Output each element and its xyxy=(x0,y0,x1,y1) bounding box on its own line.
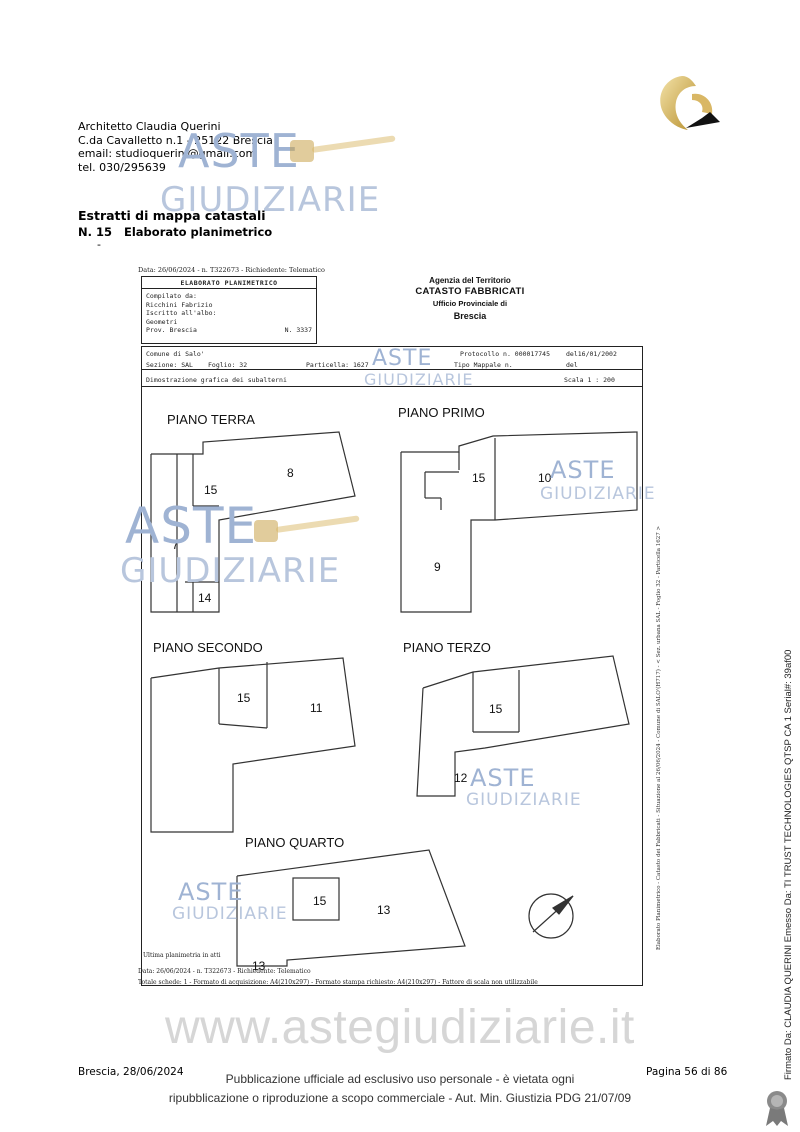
digital-signature: Firmato Da: CLAUDIA QUERINI Emesso Da: T… xyxy=(783,650,794,1080)
agency-name: Agenzia del Territorio xyxy=(429,276,511,285)
address-line: C.da Cavalletto n.1 - 25122 Brescia xyxy=(78,133,273,147)
plan-label-piano-quarto: PIANO QUARTO xyxy=(245,835,345,850)
ultima-planimetria: Ultima planimetria in atti xyxy=(143,952,221,959)
compilato-label: Compilato da: xyxy=(146,292,197,300)
footer-notice-line: ripubblicazione o riproduzione a scopo c… xyxy=(168,1091,632,1105)
plan-label-piano-secondo: PIANO SECONDO xyxy=(153,640,263,655)
svg-text:Firmato Da: CLAUDIA QUERINI Em: Firmato Da: CLAUDIA QUERINI Emesso Da: T… xyxy=(783,650,794,1080)
address-line: tel. 030/295639 xyxy=(78,160,166,174)
floor-plans-drawing xyxy=(150,431,638,967)
plan-label-piano-terzo: PIANO TERZO xyxy=(403,640,491,655)
footer-page-number: Pagina 56 di 86 xyxy=(646,1066,728,1078)
scan-bottom-line: Data: 26/06/2024 - n. T322673 - Richiede… xyxy=(138,968,311,975)
footer-date: Brescia, 28/06/2024 xyxy=(78,1066,184,1078)
room-number: 9 xyxy=(434,560,441,574)
planimetric-frame: Comune di Salo' Protocollo n. 000017745 … xyxy=(141,346,643,986)
author-address: Architetto Claudia Querini C.da Cavallet… xyxy=(78,120,273,174)
watermark-aste: ASTE xyxy=(470,764,536,792)
scala: Scala 1 : 200 xyxy=(564,376,615,384)
protocollo: Protocollo n. 000017745 xyxy=(460,350,551,358)
particella: Particella: 1627 xyxy=(306,361,369,369)
sezione: Sezione: SAL xyxy=(146,361,193,369)
iscritto-value: Geometri xyxy=(146,317,178,326)
plan-label-piano-primo: PIANO PRIMO xyxy=(398,405,485,420)
footer-notice: Pubblicazione ufficiale ad esclusivo uso… xyxy=(150,1070,650,1108)
room-number: 10 xyxy=(538,471,552,485)
protocollo-date: del16/01/2002 xyxy=(566,350,617,358)
watermark-giudiziarie: GIUDIZIARIE xyxy=(160,180,381,220)
elaborato-title: ELABORATO PLANIMETRICO xyxy=(142,277,316,289)
watermark-giudiziarie: GIUDIZIARIE xyxy=(364,370,474,389)
room-number: 11 xyxy=(310,701,323,715)
gavel-icon xyxy=(290,135,396,162)
room-number: 15 xyxy=(489,702,503,716)
prov-label: Prov. Brescia xyxy=(146,326,197,334)
watermark-aste: ASTE xyxy=(178,124,300,178)
room-number: 15 xyxy=(204,483,218,497)
elaborato-box: ELABORATO PLANIMETRICO Compilato da: Ric… xyxy=(141,276,317,344)
watermark-aste: ASTE xyxy=(550,456,616,484)
watermark-giudiziarie: GIUDIZIARIE xyxy=(120,551,341,591)
tipo-mappale-date: del xyxy=(566,361,578,369)
compilato-name: Ricchini Fabrizio xyxy=(146,300,213,309)
scan-bottom-line-2: Totale schede: 1 - Formato di acquisizio… xyxy=(138,979,538,986)
iscritto-label: Iscritto all'albo: xyxy=(146,309,217,317)
agency-catasto: CATASTO FABBRICATI xyxy=(415,286,525,297)
svg-text:Elaborato Planimetrico - Catas: Elaborato Planimetrico - Catasto dei Fab… xyxy=(655,525,662,950)
agency-header: Agenzia del Territorio CATASTO FABBRICAT… xyxy=(360,276,580,321)
scan-side-note: Elaborato Planimetrico - Catasto dei Fab… xyxy=(655,525,662,950)
section-title: Estratti di mappa catastali xyxy=(78,208,266,223)
footer-notice-line: Pubblicazione ufficiale ad esclusivo uso… xyxy=(225,1072,575,1086)
aste-logo-icon xyxy=(660,76,720,130)
room-number: 15 xyxy=(237,691,251,705)
dimostrazione: Dimostrazione grafica dei subalterni xyxy=(146,376,287,384)
room-number: 15 xyxy=(313,894,327,908)
section-number: N. 15 xyxy=(78,225,113,239)
award-ribbon-icon xyxy=(766,1091,788,1126)
comune: Comune di Salo' xyxy=(146,350,205,358)
address-line: email: studioquerini@gmail.com xyxy=(78,147,257,160)
watermark-aste: ASTE xyxy=(372,346,433,371)
address-line: Architetto Claudia Querini xyxy=(78,120,221,133)
agency-city: Brescia xyxy=(453,311,487,321)
room-number: 13 xyxy=(377,903,391,917)
agency-office: Ufficio Provinciale di xyxy=(432,299,508,308)
tipo-mappale: Tipo Mappale n. xyxy=(454,361,513,369)
watermark-giudiziarie: GIUDIZIARIE xyxy=(540,484,656,504)
section-subtitle: N. 15 Elaborato planimetrico xyxy=(78,225,272,239)
room-number: 12 xyxy=(454,771,468,785)
gavel-icon xyxy=(254,515,360,542)
watermark-aste: ASTE xyxy=(125,497,258,555)
foglio: Foglio: 32 xyxy=(208,361,248,369)
section-dash: - xyxy=(97,238,101,251)
room-number: 13 xyxy=(252,959,266,973)
watermark-giudiziarie: GIUDIZIARIE xyxy=(466,790,582,810)
prov-number: N. 3337 xyxy=(284,326,312,334)
section-subtitle-text: Elaborato planimetrico xyxy=(124,225,273,239)
room-number: 14 xyxy=(198,591,212,605)
scan-header-line: Data: 26/06/2024 - n. T322673 - Richiede… xyxy=(138,266,325,274)
plan-label-piano-terra: PIANO TERRA xyxy=(167,412,255,427)
watermark-aste: ASTE xyxy=(178,878,244,906)
room-number: 7 xyxy=(172,538,179,552)
room-number: 8 xyxy=(287,466,294,480)
watermark-giudiziarie: GIUDIZIARIE xyxy=(172,904,288,924)
site-watermark: www.astegiudiziarie.it xyxy=(165,1001,635,1054)
room-number: 15 xyxy=(472,471,486,485)
